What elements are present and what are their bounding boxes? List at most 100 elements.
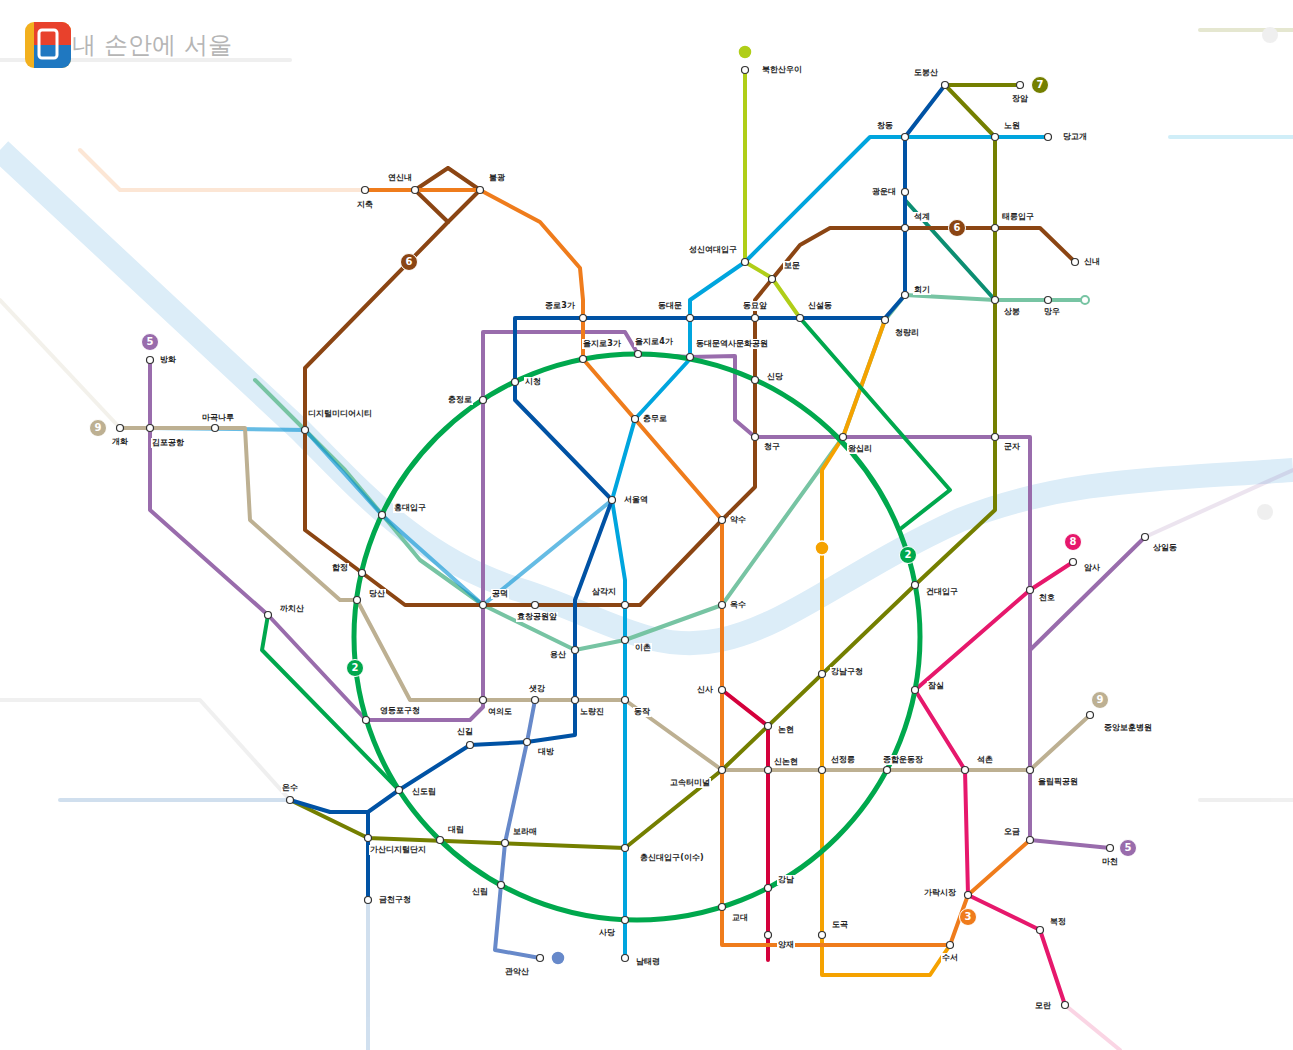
faded-lines: [1170, 135, 1293, 139]
station-dot: [622, 602, 629, 609]
line-badge: 8: [1064, 533, 1082, 551]
station-name: 공덕: [491, 589, 509, 599]
faded-lines: [80, 150, 365, 190]
line-number: 6: [954, 223, 961, 233]
station-name: 신도림: [411, 787, 437, 797]
station-name: 신논현: [773, 757, 799, 767]
station-name: 신길: [456, 727, 474, 737]
station-name: 군자: [1003, 442, 1021, 452]
line-symbol: [551, 45, 1089, 965]
line-symbol: [815, 541, 829, 555]
station-dot: [902, 134, 909, 141]
station-dot: [117, 67, 1149, 1009]
station-name: 마천: [1101, 857, 1119, 867]
station-name: 시청: [524, 377, 542, 387]
line-2-branch: [800, 318, 950, 530]
station-dot: [1027, 767, 1034, 774]
line-number: 3: [965, 912, 972, 922]
station-dot: [117, 425, 124, 432]
station-name: 동작: [633, 707, 651, 717]
station-name: 대방: [537, 747, 555, 757]
station-name: 강남: [777, 875, 795, 885]
faded-lines: [1200, 28, 1293, 32]
station-dot: [819, 671, 826, 678]
station-name: 당산: [368, 589, 386, 599]
faded-lines: [1200, 798, 1293, 802]
station-name: 샛강: [528, 684, 546, 694]
station-dot: [687, 354, 694, 361]
station-dot: [1062, 1002, 1069, 1009]
station-dot: [882, 317, 889, 324]
station-dot: [719, 602, 726, 609]
line-4: [612, 137, 1048, 958]
station-dot: [622, 845, 629, 852]
station-name: 약수: [729, 515, 747, 525]
line-number: 2: [905, 550, 912, 560]
line-badge: 9: [1091, 691, 1109, 709]
station-dot: [502, 840, 509, 847]
station-dot: [884, 767, 891, 774]
station-name: 동묘앞: [742, 301, 768, 311]
faded-lines: [1065, 1005, 1120, 1050]
station-name: 김포공항: [151, 438, 185, 448]
line-5-branch: [1030, 537, 1145, 650]
logo-icon: [25, 22, 71, 68]
station-name: 이촌: [634, 643, 652, 653]
station-dot: [840, 434, 847, 441]
station-name: 불광: [488, 173, 506, 183]
station-name: 관악산: [504, 967, 530, 977]
station-name: 지축: [356, 200, 374, 210]
line-badge: 2: [899, 546, 917, 564]
station-name: 암사: [1083, 563, 1101, 573]
line-number: 9: [1097, 695, 1104, 705]
station-dot: [1107, 845, 1114, 852]
station-dot: [302, 427, 309, 434]
station-name: 금천구청: [378, 895, 412, 905]
station-name: 복정: [1049, 917, 1067, 927]
station-dot: [1027, 837, 1034, 844]
station-name: 고속터미널: [669, 778, 711, 788]
line-badge: 6: [400, 253, 418, 271]
station-name: 신당: [766, 372, 784, 382]
faded-lines: [1262, 27, 1278, 43]
station-name: 도곡: [831, 920, 849, 930]
station-dot: [742, 67, 749, 74]
station-dot: [212, 425, 219, 432]
line-badge: 2: [346, 659, 364, 677]
station-name: 옥수: [729, 600, 747, 610]
station-name: 온수: [281, 783, 299, 793]
station-dot: [912, 687, 919, 694]
station-dot: [635, 351, 642, 358]
station-dot: [992, 134, 999, 141]
station-dot: [765, 723, 772, 730]
station-name: 청구: [763, 442, 781, 452]
line-7: [290, 85, 1020, 848]
station-name: 논현: [777, 725, 795, 735]
station-dot: [687, 315, 694, 322]
ui-sinseol-line: [745, 70, 800, 318]
station-dot: [147, 425, 154, 432]
station-name: 보라매: [512, 827, 538, 837]
station-name: 광운대: [871, 187, 897, 197]
line-symbol: [551, 951, 565, 965]
station-dot: [1142, 534, 1149, 541]
gyeongui-jungang-line: [255, 295, 1085, 650]
station-dot: [354, 597, 361, 604]
station-name: 상봉: [1003, 307, 1021, 317]
station-dot: [819, 932, 826, 939]
station-name: 왕십리: [847, 444, 873, 454]
station-name: 석촌: [976, 755, 994, 765]
station-name: 신내: [1083, 257, 1101, 267]
line-symbol: [1081, 296, 1089, 304]
station-name: 석계: [913, 212, 931, 222]
station-name: 을지로4가: [634, 337, 674, 347]
station-dot: [902, 225, 909, 232]
station-name: 건대입구: [925, 587, 959, 597]
station-dot: [379, 512, 386, 519]
station-dot: [912, 582, 919, 589]
station-dot: [752, 315, 759, 322]
station-dot: [480, 602, 487, 609]
han-river: [0, 150, 1293, 643]
station-name: 가산디지털단지: [369, 845, 427, 855]
